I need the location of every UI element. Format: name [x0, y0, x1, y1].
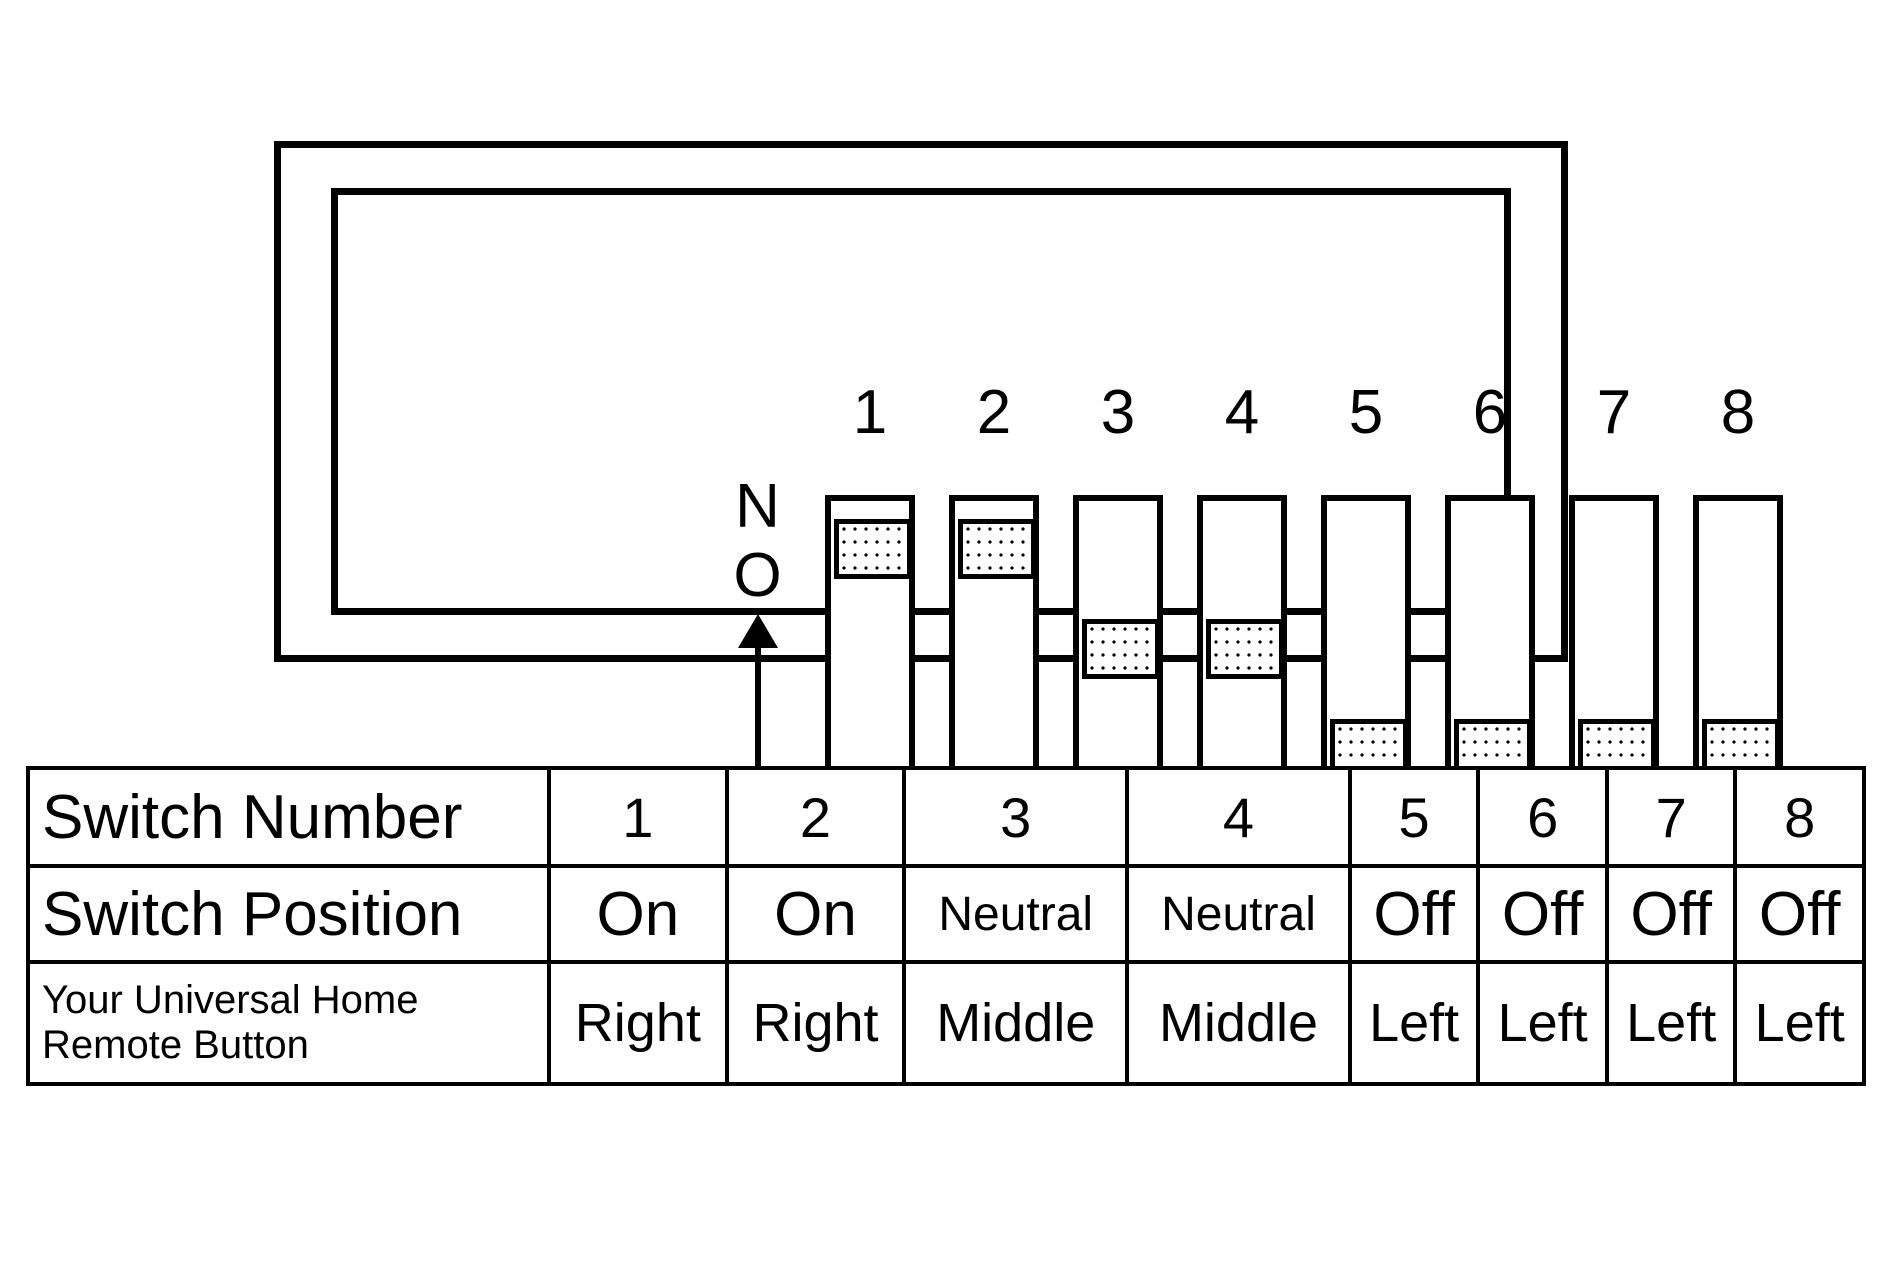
cell-position-1: On [547, 864, 729, 964]
cell-button-8: Left [1733, 960, 1866, 1086]
switch-2-number: 2 [976, 378, 1012, 447]
switch-4-body[interactable] [1197, 495, 1287, 790]
switch-4[interactable]: 4 [1197, 382, 1287, 790]
switch-7-body[interactable] [1569, 495, 1659, 790]
cell-position-5: Off [1347, 864, 1481, 964]
dip-switch-inner-frame: ON 1 2 3 [331, 188, 1783, 799]
switch-7-number: 7 [1596, 378, 1632, 447]
switch-4-slider[interactable] [1206, 619, 1284, 679]
switch-7[interactable]: 7 [1569, 382, 1659, 790]
cell-number-8: 8 [1733, 766, 1866, 868]
cell-button-4: Middle [1125, 960, 1352, 1086]
switch-3-slider[interactable] [1082, 619, 1160, 679]
switch-5-body[interactable] [1321, 495, 1411, 790]
switch-6[interactable]: 6 [1445, 382, 1535, 790]
table-row-switch-position: Switch Position On On Neutral Neutral Of… [26, 864, 1866, 964]
cell-position-6: Off [1476, 864, 1609, 964]
switch-4-number: 4 [1224, 378, 1260, 447]
on-label: ON [722, 470, 792, 608]
cell-button-6: Left [1476, 960, 1609, 1086]
row-label-switch-number: Switch Number [26, 766, 551, 868]
cell-position-4: Neutral [1125, 864, 1352, 964]
switch-reference-table: Switch Number 1 2 3 4 5 6 7 8 Switch Pos… [26, 766, 1866, 1086]
switch-8-number: 8 [1720, 378, 1756, 447]
cell-button-1: Right [547, 960, 729, 1086]
cell-position-8: Off [1733, 864, 1866, 964]
switch-1-slider[interactable] [834, 519, 912, 579]
up-arrow-icon [738, 614, 778, 799]
switch-3[interactable]: 3 [1073, 382, 1163, 790]
table-row-remote-button: Your Universal Home Remote Button Right … [26, 960, 1866, 1086]
cell-number-2: 2 [724, 766, 907, 868]
switch-3-body[interactable] [1073, 495, 1163, 790]
row-label-remote-button-line2: Remote Button [42, 1023, 309, 1067]
cell-number-7: 7 [1604, 766, 1738, 868]
cell-button-3: Middle [902, 960, 1130, 1086]
switch-8-body[interactable] [1693, 495, 1783, 790]
switch-6-number: 6 [1472, 378, 1508, 447]
cell-button-5: Left [1347, 960, 1481, 1086]
cell-number-5: 5 [1347, 766, 1481, 868]
switch-3-number: 3 [1100, 378, 1136, 447]
cell-number-4: 4 [1125, 766, 1352, 868]
switch-1-body[interactable] [825, 495, 915, 790]
cell-position-2: On [724, 864, 907, 964]
switch-6-body[interactable] [1445, 495, 1535, 790]
row-label-remote-button: Your Universal Home Remote Button [26, 960, 551, 1086]
cell-button-2: Right [724, 960, 907, 1086]
cell-position-7: Off [1604, 864, 1738, 964]
row-label-switch-position: Switch Position [26, 864, 551, 964]
on-direction-indicator: ON [722, 470, 793, 799]
switch-2-body[interactable] [949, 495, 1039, 790]
switch-row: 1 2 3 4 [825, 382, 1815, 790]
switch-5-number: 5 [1348, 378, 1384, 447]
cell-position-3: Neutral [902, 864, 1130, 964]
row-label-remote-button-line1: Your Universal Home [42, 978, 419, 1023]
dip-switch-module: ON 1 2 3 [274, 141, 1783, 799]
switch-1-number: 1 [852, 378, 888, 447]
switch-1[interactable]: 1 [825, 382, 915, 790]
switch-2-slider[interactable] [958, 519, 1036, 579]
cell-number-1: 1 [547, 766, 729, 868]
arrow-shaft [755, 642, 761, 799]
switch-5[interactable]: 5 [1321, 382, 1411, 790]
cell-number-6: 6 [1476, 766, 1609, 868]
table-row-switch-number: Switch Number 1 2 3 4 5 6 7 8 [26, 766, 1866, 868]
cell-number-3: 3 [902, 766, 1130, 868]
switch-2[interactable]: 2 [949, 382, 1039, 790]
cell-button-7: Left [1604, 960, 1738, 1086]
switch-8[interactable]: 8 [1693, 382, 1783, 790]
